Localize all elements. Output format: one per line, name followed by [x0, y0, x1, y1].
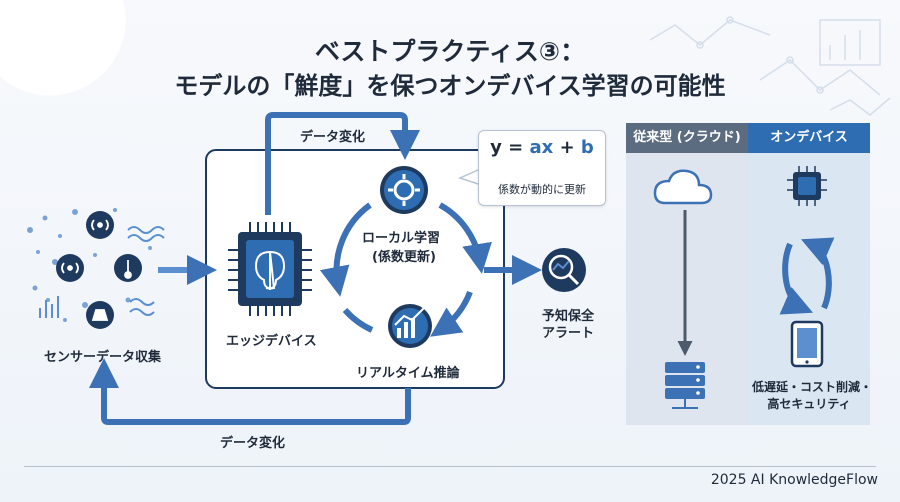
- equation-note: 係数が動的に更新: [498, 183, 586, 196]
- inference-label: リアルタイム推論: [356, 366, 460, 381]
- tablet-icon: [790, 320, 824, 368]
- server-icon: [665, 362, 705, 409]
- brain-icon: [254, 251, 286, 290]
- slide-title-line2: モデルの「鮮度」を保つオンデバイス学習の可能性: [174, 72, 726, 100]
- cycle-arrows-icon: [779, 237, 835, 315]
- cloud-icon: [653, 169, 713, 205]
- slide-title-line1: ベストプラクティス③：: [314, 37, 586, 66]
- gear-icon: [380, 166, 428, 214]
- benefits-line2: 高セキュリティ: [767, 397, 851, 411]
- loop-arrow-left: [319, 202, 372, 297]
- equation-ax: ax: [529, 137, 554, 158]
- sensor-label: センサーデータ収集: [44, 350, 162, 365]
- chart-icon: [388, 304, 432, 348]
- traditional-title: 従来型 (クラウド): [626, 123, 748, 153]
- equation: y = ax + b: [479, 137, 605, 158]
- data-change-top-label: データ変化: [300, 130, 366, 145]
- data-change-bottom-label: データ変化: [220, 436, 286, 451]
- local-learning-label: ローカル学習: [362, 231, 441, 246]
- sensor-icon: [56, 211, 142, 329]
- edge-device-label: エッジデバイス: [226, 334, 317, 349]
- loop-arrow-bottom-right: [430, 290, 473, 337]
- equation-b: b: [580, 137, 594, 158]
- equation-callout: y = ax + b 係数が動的に更新: [478, 130, 606, 206]
- ondevice-title: オンデバイス: [748, 123, 870, 153]
- sensor-cluster: [27, 208, 165, 329]
- local-learning-sub: (係数更新): [372, 250, 436, 265]
- benefits-line1: 低遅延・コスト削減・: [752, 380, 873, 394]
- equation-plus: +: [553, 137, 581, 158]
- alert-label-line1: 予知保全: [542, 309, 595, 324]
- data-change-top-arrow: [265, 112, 420, 215]
- equation-prefix: y =: [490, 137, 530, 158]
- loop-arrow-right: [438, 202, 492, 274]
- magnifier-icon: [542, 248, 586, 292]
- footer-divider: [24, 466, 876, 467]
- loop-arrow-bottom-left: [342, 307, 374, 333]
- footer-credit: 2025 AI KnowledgeFlow: [710, 472, 878, 488]
- chip-icon: [787, 166, 827, 206]
- alert-label-line2: アラート: [542, 326, 595, 341]
- data-change-bottom-arrow: [89, 358, 411, 425]
